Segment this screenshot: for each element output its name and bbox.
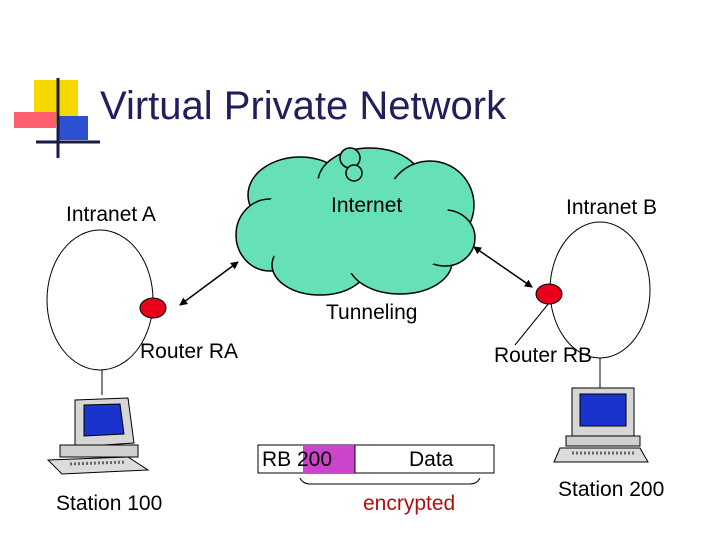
page-title: Virtual Private Network (100, 84, 507, 128)
link-router-rb (514, 302, 550, 346)
station-100-label: Station 100 (56, 492, 163, 515)
router-ra-label: Router RA (140, 340, 239, 363)
intranet-a-ring (46, 229, 154, 371)
tunnel-arrow-left (179, 261, 239, 306)
intranet-b-label: Intranet B (566, 196, 658, 219)
internet-label: Internet (331, 194, 403, 217)
packet-header-label: RB 200 (262, 448, 333, 471)
tunnel-arrow-right (473, 246, 533, 288)
encrypted-label: encrypted (363, 492, 456, 515)
router-rb-icon (535, 283, 563, 305)
router-ra-icon (139, 297, 167, 319)
internet-cloud-icon (235, 147, 476, 296)
vpn-logo-icon (14, 78, 100, 158)
intranet-a-label: Intranet A (66, 203, 156, 226)
tunneling-label: Tunneling (326, 301, 418, 324)
station-200-label: Station 200 (558, 478, 665, 501)
packet-data-label: Data (409, 448, 454, 471)
encrypted-packet (257, 444, 495, 485)
router-rb-label: Router RB (494, 344, 593, 367)
desktop-computer-icon (553, 387, 649, 463)
intranet-b-ring (549, 221, 651, 359)
desktop-computer-icon (46, 397, 150, 475)
